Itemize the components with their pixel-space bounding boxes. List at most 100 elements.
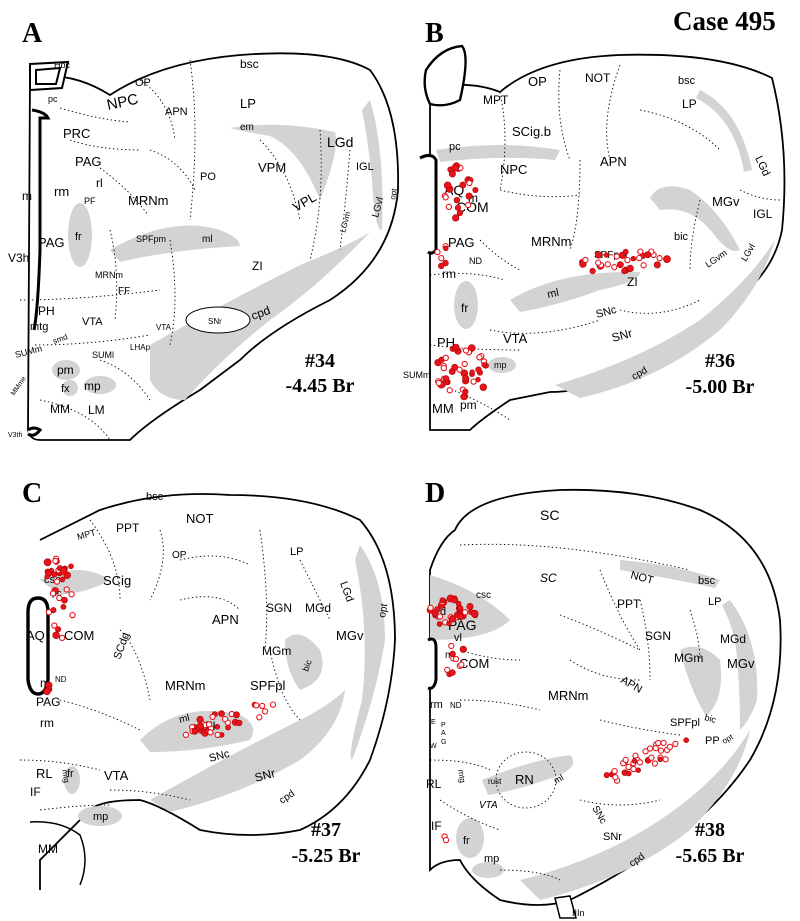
boundaries-b [429, 64, 781, 421]
label-b-19: ND [469, 256, 482, 266]
labeled-cell-filled [449, 650, 456, 658]
label-b-26: SNc [595, 304, 619, 321]
label-b-27: PH [437, 335, 455, 350]
labeled-cell-open [662, 756, 669, 763]
labeled-cell-filled [52, 631, 60, 639]
tract-a-em [230, 124, 336, 200]
label-a-26: PAG [38, 235, 65, 250]
label-a-22: opt [388, 187, 399, 200]
label-d-25: W [430, 743, 437, 750]
label-c-3: MPT [76, 527, 97, 542]
labeled-cell-filled [595, 251, 603, 259]
labeled-cell-open [442, 836, 450, 844]
labeled-cell-open [261, 708, 269, 715]
tract-d-opt [722, 600, 758, 730]
label-c-1: PPT [116, 521, 140, 535]
label-a-29: V3h [8, 251, 29, 265]
label-a-15: m [22, 189, 32, 203]
tract-d-cpd [520, 730, 750, 900]
labeled-cell-open [636, 254, 643, 262]
label-c-31: fr [67, 768, 74, 780]
labeled-cell-open [466, 179, 473, 187]
tract-a-pm [52, 360, 80, 380]
tract-a-ml [110, 225, 240, 262]
labeled-cell-open [637, 248, 644, 255]
labeled-cell-filled [214, 723, 221, 730]
labeled-cell-open [440, 364, 447, 372]
label-a-3: bsc [240, 57, 259, 71]
label-d-17: rm [430, 699, 443, 711]
labeled-cell-filled [589, 267, 596, 275]
label-c-23: SPFpl [250, 678, 286, 693]
labeled-cell-open [442, 194, 449, 201]
tract-a-opt [362, 100, 383, 231]
labeled-cell-open [476, 354, 483, 361]
label-d-18: ND [450, 701, 462, 710]
labeled-cell-open [436, 613, 444, 620]
labeled-cell-open [445, 203, 453, 211]
labeled-cell-filled [456, 612, 464, 620]
labeled-cell-filled [462, 374, 470, 382]
nerve-d-iiin [554, 895, 577, 919]
labeled-cell-filled [196, 722, 205, 730]
label-b-1: NOT [585, 71, 611, 85]
labeled-cell-open [182, 731, 190, 739]
labeled-cell-open [595, 259, 602, 266]
label-a-47: V3th [8, 432, 23, 439]
label-c-30: RL [36, 766, 53, 781]
labeled-cell-open [51, 622, 58, 629]
tract-b-pc [436, 145, 560, 162]
labeled-cell-filled [456, 209, 464, 217]
bregma-level-b: -5.00 Br [686, 376, 755, 398]
label-d-7: d [440, 606, 446, 618]
label-d-24: E [431, 719, 436, 726]
labeled-cell-open [642, 748, 649, 755]
labeled-cell-open [438, 255, 445, 262]
labeled-cell-open [58, 634, 66, 642]
label-a-12: PO [200, 171, 216, 183]
label-c-29: mtg [60, 769, 71, 784]
labeled-cell-open [259, 702, 266, 710]
label-d-21: bic [703, 712, 717, 725]
label-d-26: P [441, 722, 446, 729]
labeled-cell-open [435, 379, 442, 387]
tract-a-mp [84, 376, 116, 394]
label-a-21: LGvl [370, 196, 386, 219]
label-d-37: IF [431, 819, 442, 833]
boundaries-d [429, 543, 701, 881]
labeled-cell-filled [644, 251, 652, 259]
labeled-cell-open [53, 578, 61, 585]
tract-b-cpd [555, 240, 775, 398]
labeled-cell-open [434, 248, 441, 256]
label-b-7: pc [449, 141, 461, 153]
labeled-cell-open [624, 256, 631, 264]
label-b-12: m [468, 191, 478, 205]
labeled-cell-filled [44, 573, 50, 580]
tract-a-fr [68, 203, 92, 267]
label-a-33: VTA [82, 316, 103, 328]
tract-a-cpd [150, 232, 370, 400]
bregma-level-a: -4.45 Br [286, 375, 355, 397]
labeled-cell-filled [657, 756, 663, 763]
label-d-9: vl [454, 632, 462, 644]
labeled-cell-open [253, 702, 260, 709]
habenula-a [29, 60, 70, 92]
ventricle-a-v3th [27, 426, 43, 437]
labeled-cell-open [461, 609, 469, 616]
labeled-cell-open [660, 739, 667, 747]
labeled-cell-filled [479, 383, 487, 391]
labeled-cell-filled [448, 170, 456, 178]
label-c-5: LP [290, 546, 303, 558]
labeled-cell-filled [470, 609, 479, 618]
label-c-15: MGv [336, 628, 364, 643]
label-d-1: SC [540, 571, 557, 585]
label-a-8: em [240, 122, 254, 133]
label-b-29: SNr [610, 326, 634, 345]
label-d-0: SC [540, 507, 559, 523]
label-b-31: SUMm [403, 370, 431, 380]
label-d-32: rust [488, 777, 502, 786]
labeled-cell-open [49, 590, 57, 597]
labeled-cell-open [613, 253, 620, 260]
labeled-cell-filled [59, 576, 66, 583]
boundaries-a [19, 59, 351, 441]
